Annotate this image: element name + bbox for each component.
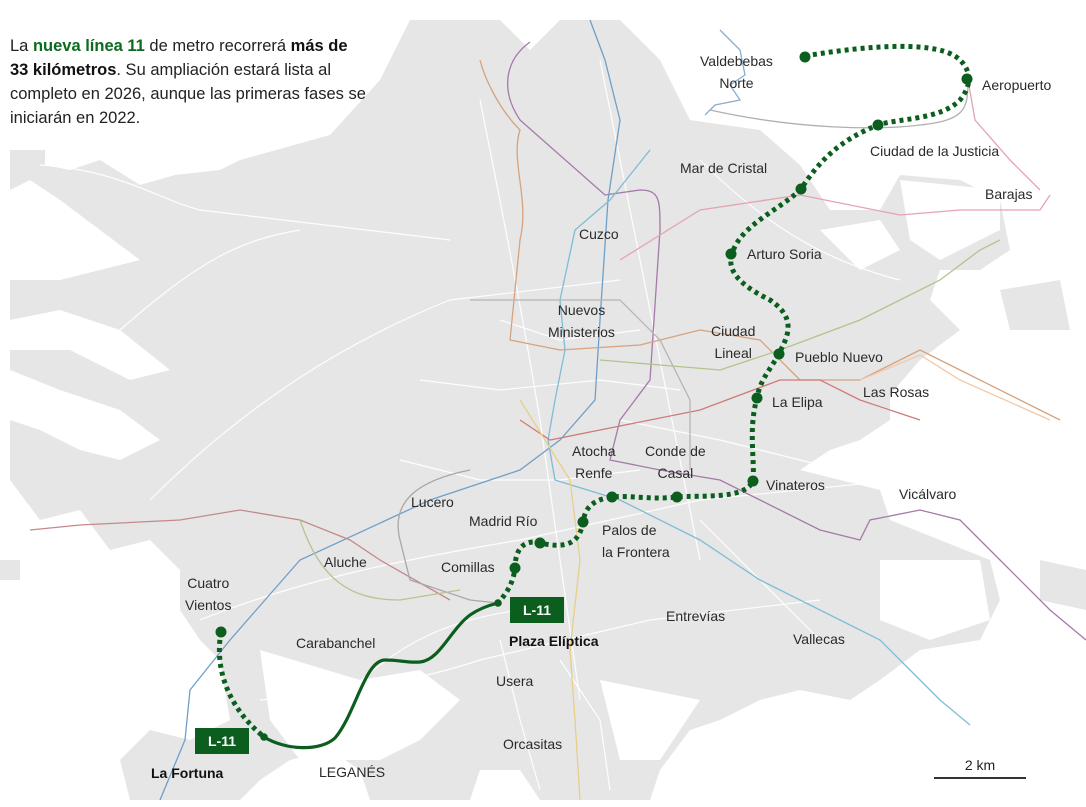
station-label-la-elipa: La Elipa: [772, 394, 823, 410]
station-label-ciudad-justicia: Ciudad de la Justicia: [870, 143, 1000, 159]
area-label-orcasitas: Orcasitas: [503, 736, 563, 752]
area-label-vallecas: Vallecas: [793, 631, 845, 647]
station-label-vinateros: Vinateros: [766, 477, 825, 493]
area-label-usera: Usera: [496, 673, 534, 689]
station-dots: [215, 51, 973, 741]
area-label-mar-de-cristal: Mar de Cristal: [680, 160, 768, 176]
intro-highlight: nueva línea 11: [32, 37, 145, 55]
station-label-aeropuerto: Aeropuerto: [982, 77, 1052, 93]
scale-label: 2 km: [964, 757, 996, 773]
intro-part: de metro recorrerá: [144, 37, 291, 55]
station-label-plaza-eliptica: Plaza Elíptica: [509, 633, 599, 649]
area-label-barajas: Barajas: [985, 186, 1033, 202]
scale-bar: 2 km: [934, 757, 1026, 779]
area-label-entrevias: Entrevías: [666, 608, 726, 624]
scale-line: [934, 777, 1026, 779]
intro-part: . Su ampliación estará lista al completo…: [10, 61, 366, 127]
station-label-la-fortuna: La Fortuna: [151, 765, 224, 781]
metro-lines: [29, 19, 1086, 801]
l11-badge-la-fortuna: L-11: [195, 728, 249, 754]
intro-bold: más de 33 kilómetros: [10, 37, 348, 79]
station-label-comillas: Comillas: [441, 559, 495, 575]
area-label-leganes: LEGANÉS: [319, 764, 386, 780]
area-label-cuzco: Cuzco: [579, 226, 619, 242]
area-label-las-rosas: Las Rosas: [863, 384, 930, 400]
l11-badge-plaza-eliptica: L-11: [510, 597, 564, 623]
station-label-madrid-rio: Madrid Río: [469, 513, 538, 529]
station-label-pueblo-nuevo: Pueblo Nuevo: [795, 349, 883, 365]
l11-extension: [216, 43, 972, 739]
area-label-vicalvaro: Vicálvaro: [899, 486, 957, 502]
intro-text: La nueva línea 11 de metro recorrerá más…: [10, 34, 370, 130]
intro-part: La: [10, 37, 33, 55]
l11-existing-line: [263, 601, 499, 750]
station-label-arturo-soria: Arturo Soria: [747, 246, 822, 262]
area-label-lucero: Lucero: [411, 494, 454, 510]
area-label-aluche: Aluche: [324, 554, 367, 570]
area-label-carabanchel: Carabanchel: [296, 635, 376, 651]
